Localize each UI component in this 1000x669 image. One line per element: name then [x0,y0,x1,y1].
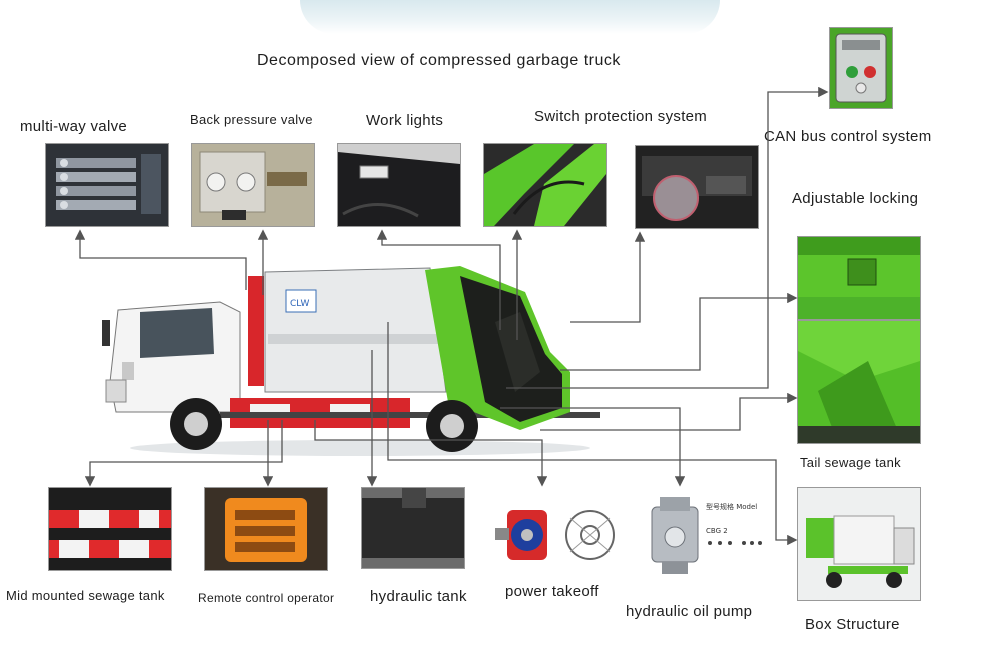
label-adjustable-locking: Adjustable locking [792,190,919,207]
label-back-pressure-valve: Back pressure valve [190,112,313,127]
svg-text:型号规格 Model: 型号规格 Model [706,502,757,511]
label-switch-protection: Switch protection system [534,108,708,125]
label-can-bus: CAN bus control system [764,128,932,145]
hydraulic-oil-pump-drawing: 型号规格 Model CBG 2 [651,497,762,574]
remote-control-photo [204,487,328,571]
power-takeoff-drawing [495,510,615,560]
label-tail-sewage-tank: Tail sewage tank [800,455,901,470]
tail-sewage-tank-photo [797,320,921,444]
can-bus-control-box-photo [829,27,893,109]
label-power-takeoff: power takeoff [505,583,599,600]
label-remote-control: Remote control operator [198,591,335,605]
svg-text:CBG 2: CBG 2 [706,527,728,535]
truck-wheels [170,398,478,452]
label-multi-way-valve: multi-way valve [20,118,128,135]
mid-sewage-tank-photo [48,487,172,571]
label-box-structure: Box Structure [805,616,900,633]
label-hydraulic-tank: hydraulic tank [370,588,467,605]
garbage-truck: CLW [102,266,600,456]
truck-compactor [425,266,570,430]
sky-backdrop [300,0,720,34]
multi-way-valve-photo [45,143,169,227]
hydraulic-tank-photo [361,487,465,569]
work-lights-photo [337,143,461,227]
label-mid-sewage-tank: Mid mounted sewage tank [6,588,165,603]
svg-text:CLW: CLW [290,299,309,309]
back-pressure-valve-photo [191,143,315,227]
label-hydraulic-oil-pump: hydraulic oil pump [626,603,753,620]
adjustable-locking-photo [797,236,921,320]
truck-box: CLW [264,267,447,393]
can-bus-sensor-photo [635,145,759,229]
label-work-lights: Work lights [366,112,444,129]
diagram-title: Decomposed view of compressed garbage tr… [257,52,621,69]
switch-protection-photo [483,143,607,227]
box-structure-photo [797,487,921,601]
truck-chassis [220,276,600,428]
truck-cab [102,301,241,413]
